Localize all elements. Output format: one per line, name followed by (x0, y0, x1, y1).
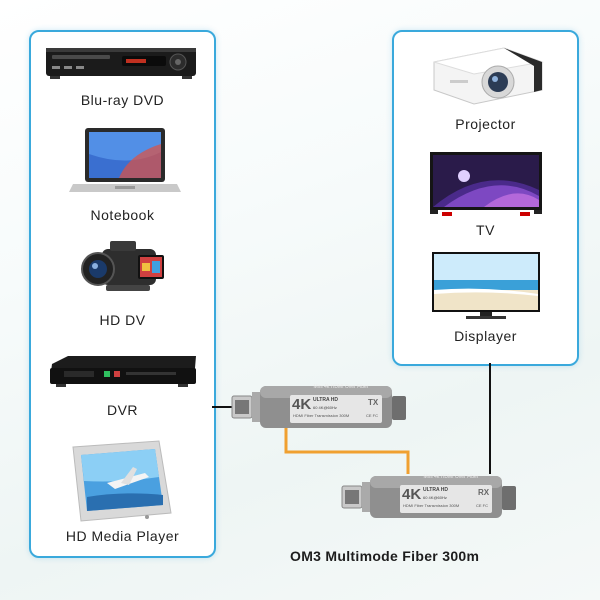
transmitter-title: Mini 4k HDMI Over Fiber (313, 384, 369, 390)
receiver-badge: 4K (402, 486, 422, 503)
receiver-spec: HDMI Fiber Transmission 300M (403, 503, 460, 508)
transmitter-mark: TX (368, 398, 379, 407)
camcorder-icon (76, 237, 168, 301)
receiver-badge-mode: 60 4K@60Hz (423, 495, 447, 500)
display-label-displayer: Displayer (454, 328, 517, 344)
source-label-dvr: DVR (106, 402, 139, 418)
media-player-icon (67, 437, 175, 525)
display-devices-panel: Projector TV Displayer (392, 30, 579, 366)
transmitter-badge-mode: 60 4K@60Hz (313, 405, 337, 410)
display-label-tv: TV (476, 222, 495, 238)
bluray-player-icon (44, 42, 199, 86)
source-devices-panel: Blu-ray DVD Notebook HD DV (29, 30, 216, 558)
tv-icon (424, 150, 548, 222)
transmitter-cert: CE FC (366, 413, 378, 418)
monitor-icon (426, 250, 546, 322)
receiver-badge-sub: ULTRA HD (423, 487, 448, 493)
receiver-mark: RX (478, 488, 490, 497)
fiber-caption: OM3 Multimode Fiber 300m (290, 548, 480, 564)
transmitter-badge-sub: ULTRA HD (313, 397, 338, 403)
dvr-icon (46, 350, 201, 394)
fiber-cable (284, 428, 410, 474)
receiver-title: Mini 4k HDMI Over Fiber (423, 474, 479, 480)
fiber-receiver (340, 472, 520, 522)
source-label-media-player: HD Media Player (65, 528, 180, 544)
transmitter-spec: HDMI Fiber Transmission 300M (293, 413, 350, 418)
source-label-bluray: Blu-ray DVD (80, 92, 165, 108)
source-label-notebook: Notebook (90, 207, 155, 223)
notebook-icon (69, 124, 181, 196)
fiber-transmitter (230, 382, 410, 432)
source-label-hddv: HD DV (99, 312, 146, 328)
projector-icon (424, 40, 548, 112)
display-label-projector: Projector (455, 116, 516, 132)
receiver-cert: CE FC (476, 503, 488, 508)
transmitter-badge: 4K (292, 396, 312, 413)
